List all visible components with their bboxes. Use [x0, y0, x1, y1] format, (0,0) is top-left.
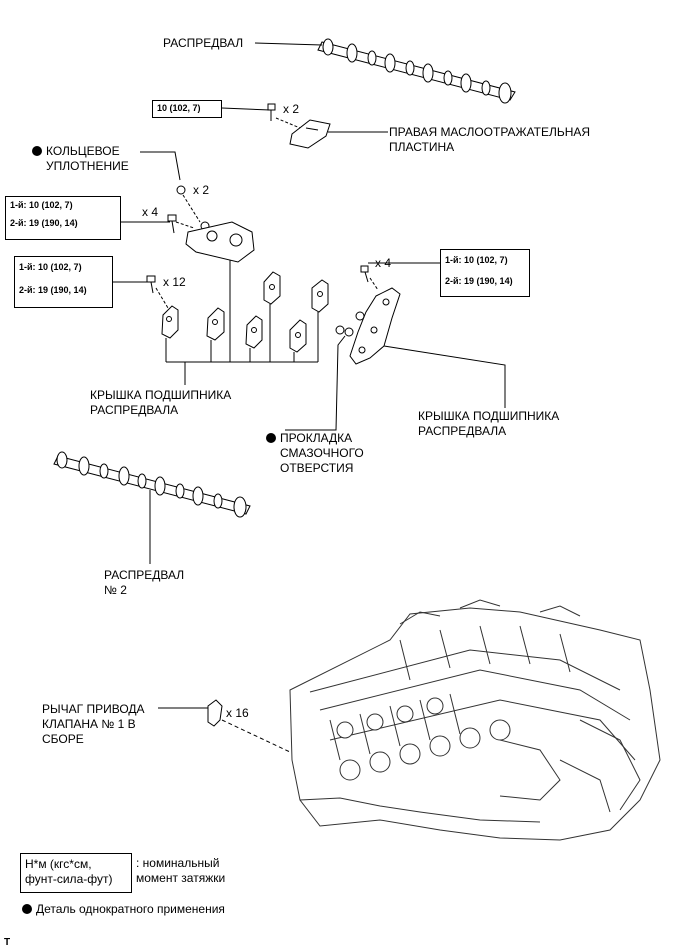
camshaft-no2-label: РАСПРЕДВАЛ № 2 [104, 568, 184, 598]
label-line: УПЛОТНЕНИЕ [46, 159, 129, 173]
cap-bolts-left-drawing [113, 275, 169, 309]
quantity-front-cap-bolts: x 4 [142, 205, 159, 219]
label-line: ПЛАСТИНА [389, 140, 455, 154]
torque-first: 1-й: 10 (102, 7) [10, 200, 73, 210]
label-line: ПРАВАЯ МАСЛООТРАЖАТЕЛЬНАЯ [389, 125, 591, 139]
oil-hole-gasket-label: ПРОКЛАДКА СМАЗОЧНОГО ОТВЕРСТИЯ [266, 431, 364, 476]
label-line: ОТВЕРСТИЯ [280, 461, 354, 475]
non-reusable-dot-icon [32, 146, 42, 156]
torque-box-front-cap: 1-й: 10 (102, 7) 2-й: 19 (190, 14) [5, 196, 121, 240]
quantity-baffle-bolts: x 2 [283, 102, 300, 116]
label-line: № 2 [104, 583, 127, 597]
legend-torque-description: : номинальный момент затяжки [136, 856, 225, 886]
torque-box-caps-left: 1-й: 10 (102, 7) 2-й: 19 (190, 14) [14, 256, 113, 308]
label-line: КЛАПАНА № 1 В [42, 717, 136, 731]
label-line: : номинальный [136, 856, 220, 870]
quantity-rocker-arms: x 16 [226, 706, 249, 720]
bearing-cap-right-label: КРЫШКА ПОДШИПНИКА РАСПРЕДВАЛА [418, 409, 559, 439]
bearing-caps-left-leader [165, 304, 319, 385]
label-line: момент затяжки [136, 871, 226, 885]
camshaft-label: РАСПРЕДВАЛ [163, 36, 244, 50]
rocker-arm-drawing [158, 699, 291, 753]
label-line: КОЛЬЦЕВОЕ [46, 144, 120, 158]
label-line: РАСПРЕДВАЛ [104, 568, 185, 582]
label-line: фунт-сила-фут) [25, 872, 113, 886]
torque-box-caps-right: 1-й: 10 (102, 7) 2-й: 19 (190, 14) [440, 249, 530, 297]
oil-hole-gasket-drawing [285, 311, 365, 431]
label-line: РАСПРЕДВАЛА [90, 403, 179, 417]
right-baffle-plate-label: ПРАВАЯ МАСЛООТРАЖАТЕЛЬНАЯ ПЛАСТИНА [389, 125, 590, 155]
rocker-arm-label: РЫЧАГ ПРИВОДА КЛАПАНА № 1 В СБОРЕ [42, 702, 145, 747]
baffle-plate-drawing [221, 103, 388, 149]
front-cap-drawing [121, 214, 255, 362]
bearing-cap-left-label: КРЫШКА ПОДШИПНИКА РАСПРЕДВАЛА [90, 388, 231, 418]
legend-torque-unit-box: Н*м (кгс*см, фунт-сила-фут) [20, 853, 132, 893]
torque-second: 2-й: 19 (190, 14) [19, 285, 87, 295]
torque-second: 2-й: 19 (190, 14) [445, 276, 513, 286]
torque-value: 10 (102, 7) [157, 103, 201, 113]
quantity-cap-bolts-left: x 12 [163, 275, 186, 289]
label-line: ПРОКЛАДКА [280, 431, 353, 445]
legend-non-reusable-text: Деталь однократного применения [36, 902, 225, 916]
torque-second: 2-й: 19 (190, 14) [10, 218, 78, 228]
quantity-o-rings: x 2 [193, 183, 210, 197]
torque-first: 1-й: 10 (102, 7) [19, 262, 82, 272]
label-line: СМАЗОЧНОГО [280, 446, 364, 460]
engine-block-drawing [289, 599, 661, 841]
camshaft-top-drawing [254, 38, 516, 104]
label-line: РАСПРЕДВАЛА [418, 424, 507, 438]
o-ring-drawing [140, 151, 210, 231]
label-line: КРЫШКА ПОДШИПНИКА [418, 409, 560, 423]
bearing-cap-right-drawing [349, 287, 401, 365]
quantity-cap-bolts-right: x 4 [375, 256, 392, 270]
torque-first: 1-й: 10 (102, 7) [445, 255, 508, 265]
label-line: Н*м (кгс*см, [25, 857, 92, 871]
label-line: СБОРЕ [42, 732, 84, 746]
torque-box-baffle: 10 (102, 7) [152, 100, 222, 118]
label-line: КРЫШКА ПОДШИПНИКА [90, 388, 232, 402]
label-line: РЫЧАГ ПРИВОДА [42, 702, 145, 716]
legend-non-reusable: Деталь однократного применения [22, 902, 225, 917]
o-ring-label: КОЛЬЦЕВОЕ УПЛОТНЕНИЕ [32, 144, 129, 174]
corner-mark: T [4, 937, 11, 948]
non-reusable-dot-icon [266, 433, 276, 443]
bearing-caps-left-drawing [161, 271, 329, 353]
camshaft-no2-drawing [53, 451, 251, 564]
non-reusable-dot-icon [22, 904, 32, 914]
cap-bolts-right-drawing [360, 262, 440, 291]
bearing-cap-right-leader [383, 345, 506, 408]
